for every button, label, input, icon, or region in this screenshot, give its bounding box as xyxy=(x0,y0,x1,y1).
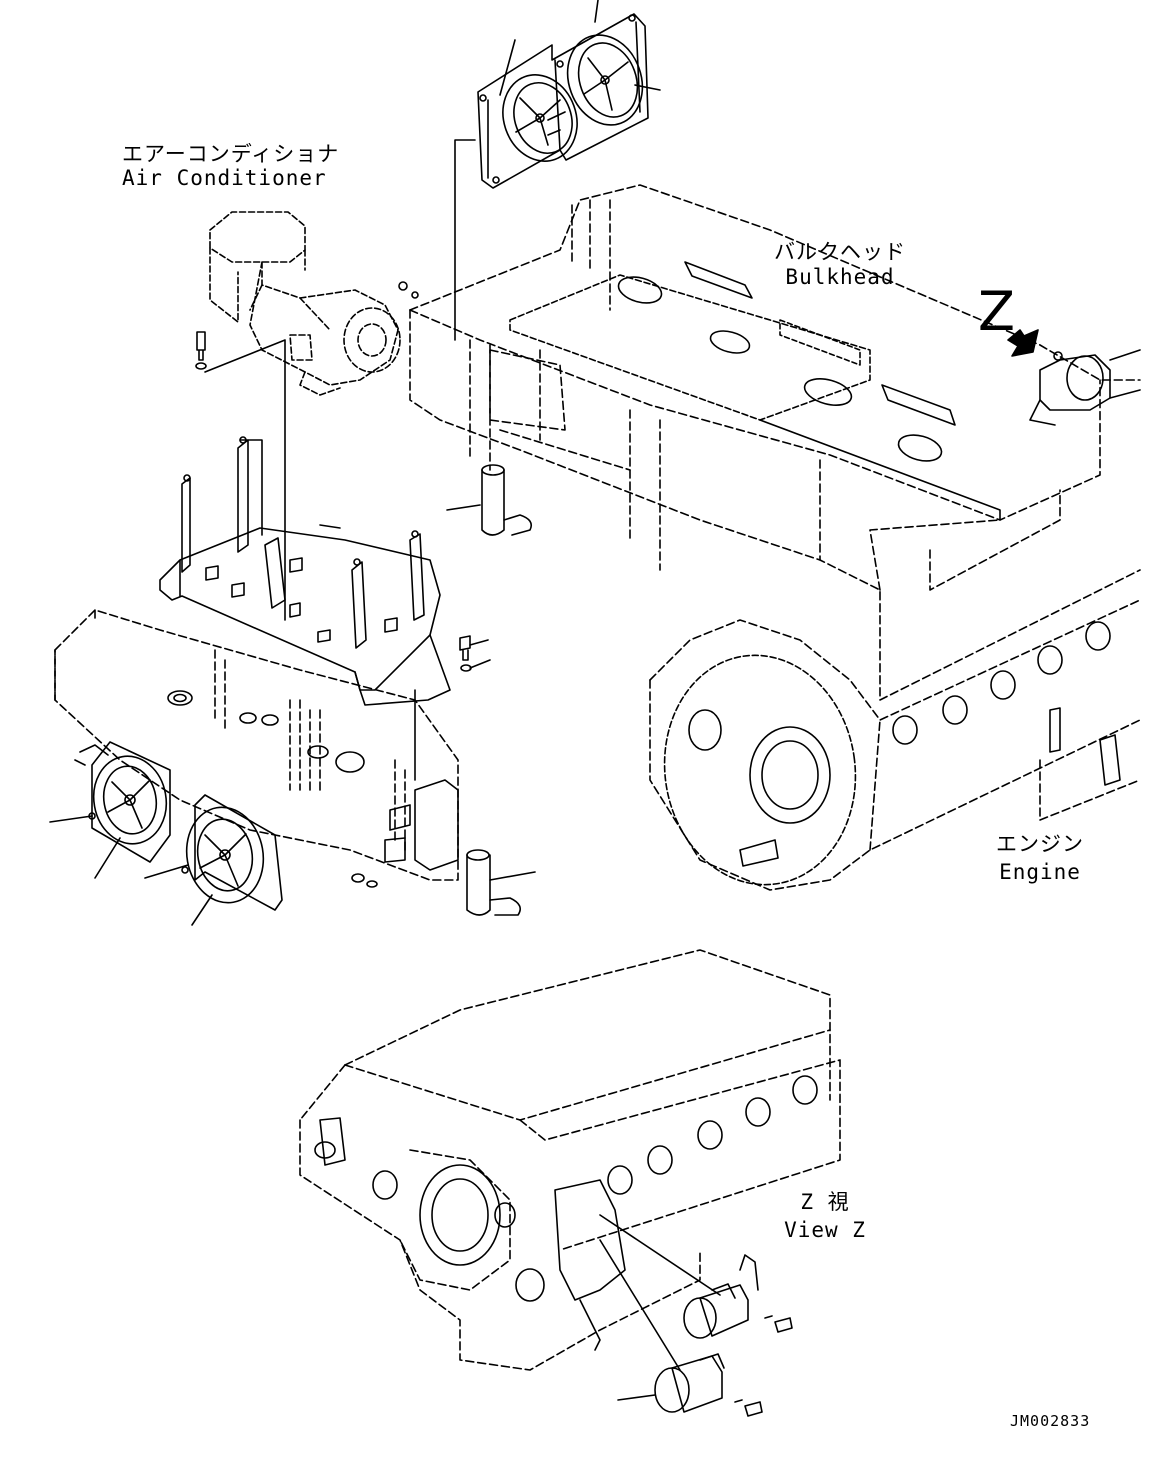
speed-sensor-upper xyxy=(599,1214,793,1339)
base-plate xyxy=(54,609,459,881)
bulkhead-frame xyxy=(409,184,1141,701)
view-z-label-en: View Z xyxy=(784,1218,866,1242)
air-conditioner-label-jp: エアーコンディショナ xyxy=(122,142,340,166)
air-conditioner-compressor xyxy=(209,211,401,396)
speed-sensor-lower xyxy=(599,1239,763,1417)
bulkhead-top-plate xyxy=(398,261,1001,521)
bracket-bolts xyxy=(459,635,491,672)
z-view-marker: Z xyxy=(978,280,1015,343)
engine-label-jp: エンジン xyxy=(996,832,1084,856)
lower-condenser-fan-assembly xyxy=(49,741,283,926)
view-z-engine xyxy=(299,949,841,1371)
air-conditioner-label-en: Air Conditioner xyxy=(122,166,327,190)
compressor-mount-bracket xyxy=(159,436,451,781)
top-condenser-fan-assembly xyxy=(477,0,661,189)
bulkhead-label-en: Bulkhead xyxy=(785,265,895,289)
sleeve-upper xyxy=(446,464,533,536)
view-z-details xyxy=(314,1075,818,1351)
engine-cylinder-ports xyxy=(892,621,1121,786)
base-plate-fittings xyxy=(167,690,459,888)
engine-flywheel-housing xyxy=(663,654,857,886)
view-z-label-jp: Z 視 xyxy=(800,1190,850,1214)
bulkhead-label-jp: バルクヘッド xyxy=(774,240,906,264)
leader-line xyxy=(454,139,476,341)
drawing-code: JM002833 xyxy=(1010,1412,1091,1430)
engine-block xyxy=(649,599,1141,891)
z-view-part-top xyxy=(1029,349,1141,426)
z-view-arrow xyxy=(1007,329,1039,357)
sleeve-lower xyxy=(466,849,536,916)
engine-label-en: Engine xyxy=(999,860,1081,884)
compressor-bolts xyxy=(195,331,286,621)
